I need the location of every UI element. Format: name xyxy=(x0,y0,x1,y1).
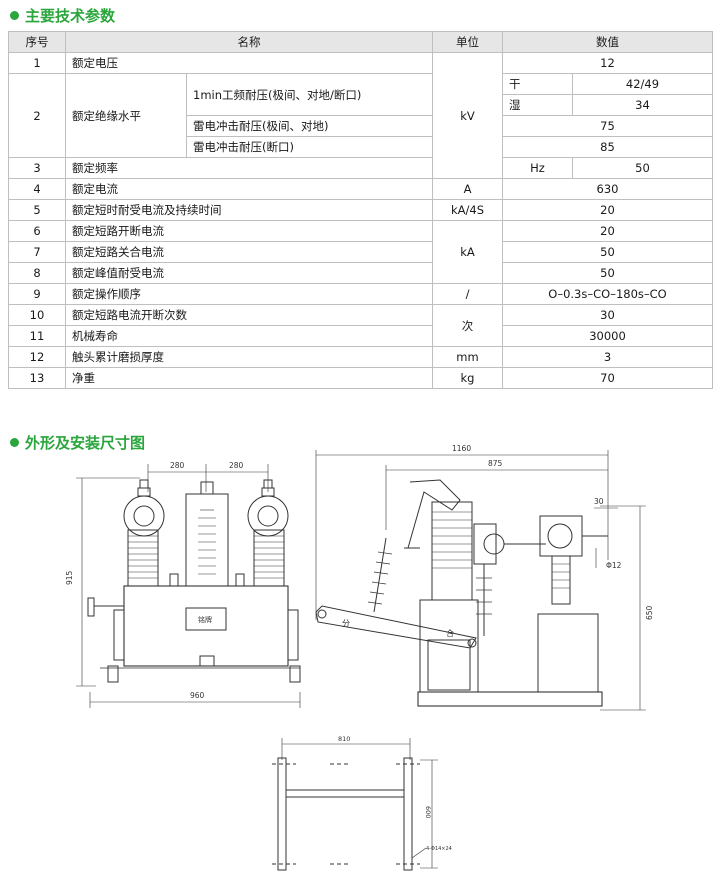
table-row: 11 机械寿命 30000 xyxy=(8,325,713,347)
base-dim-depth: 600 xyxy=(424,806,432,818)
front-dim-height: 915 xyxy=(65,570,74,585)
row-sub-name: 1min工频耐压(极间、对地/断口) xyxy=(186,73,433,116)
row-unit: 次 xyxy=(432,304,503,347)
side-label-close: 合 xyxy=(446,628,454,638)
table-row: 5 额定短时耐受电流及持续时间 kA/4S 20 xyxy=(8,199,713,221)
side-dim-partial: 875 xyxy=(488,459,503,468)
row-name: 净重 xyxy=(65,367,433,389)
base-holes: 4-Φ14×24 xyxy=(426,846,452,852)
side-view: 1160 875 30 Φ12 650 xyxy=(315,444,654,711)
table-header-row: 序号 名称 单位 数值 xyxy=(8,31,713,53)
row-unit: kA xyxy=(432,220,503,284)
side-dim-height: 650 xyxy=(645,605,654,620)
side-label-open: 分 xyxy=(342,619,350,628)
bullet-icon xyxy=(10,11,19,20)
row-unit: kV xyxy=(432,52,503,179)
front-nameplate: 铭牌 xyxy=(198,615,212,624)
dims-title-text: 外形及安装尺寸图 xyxy=(25,434,146,452)
row-sub-name: 雷电冲击耐压(极间、对地) xyxy=(186,115,433,137)
row-no: 12 xyxy=(8,346,66,368)
row-value: 70 xyxy=(502,367,713,389)
side-dim-30: 30 xyxy=(594,497,604,506)
row-unit: kg xyxy=(432,367,503,389)
table-row: 9 额定操作顺序 / O–0.3s–CO–180s–CO xyxy=(8,283,713,305)
front-dim-right: 280 xyxy=(229,461,244,470)
side-dim-total: 1160 xyxy=(452,444,471,453)
row-value: 30 xyxy=(502,304,713,326)
base-dim-width: 810 xyxy=(338,735,350,743)
table-row: 1 额定电压 kV 12 xyxy=(8,52,713,179)
table-row: 湿 34 xyxy=(9,94,713,116)
front-view: 280 280 915 960 铭牌 xyxy=(65,461,301,708)
side-dim-phi: Φ12 xyxy=(606,561,622,570)
table-row: 3 额定频率 Hz 50 xyxy=(8,157,713,179)
row-no: 13 xyxy=(8,367,66,389)
table-row: 13 净重 kg 70 xyxy=(8,367,713,389)
base-view: 810 600 4-Φ14×24 xyxy=(272,735,452,871)
row-unit: kA/4S xyxy=(432,199,503,221)
row-name: 机械寿命 xyxy=(65,325,433,347)
bullet-icon xyxy=(10,438,19,447)
header-value: 数值 xyxy=(502,31,713,53)
table-row: 8 额定峰值耐受电流 50 xyxy=(8,262,713,284)
table-row: 2 额定绝缘水平 1min工频耐压(极间、对地/断口) 干 42/49 xyxy=(8,73,713,158)
row-name: 额定绝缘水平 xyxy=(65,73,187,158)
header-name: 名称 xyxy=(65,31,433,53)
row-value: O–0.3s–CO–180s–CO xyxy=(502,283,713,305)
header-unit: 单位 xyxy=(432,31,503,53)
front-dim-width: 960 xyxy=(190,691,205,700)
table-row: 12 触头累计磨损厚度 mm 3 xyxy=(8,346,713,368)
params-section-title: 主要技术参数 xyxy=(10,5,115,26)
table-row: 6 额定短路开断电流 kA 20 xyxy=(8,220,713,284)
dims-section-title: 外形及安装尺寸图 xyxy=(10,432,145,453)
front-dim-left: 280 xyxy=(170,461,185,470)
params-title-text: 主要技术参数 xyxy=(25,7,116,25)
spec-table: 序号 名称 单位 数值 1 额定电压 kV 12 2 额定绝缘水平 1min工频… xyxy=(8,31,713,389)
